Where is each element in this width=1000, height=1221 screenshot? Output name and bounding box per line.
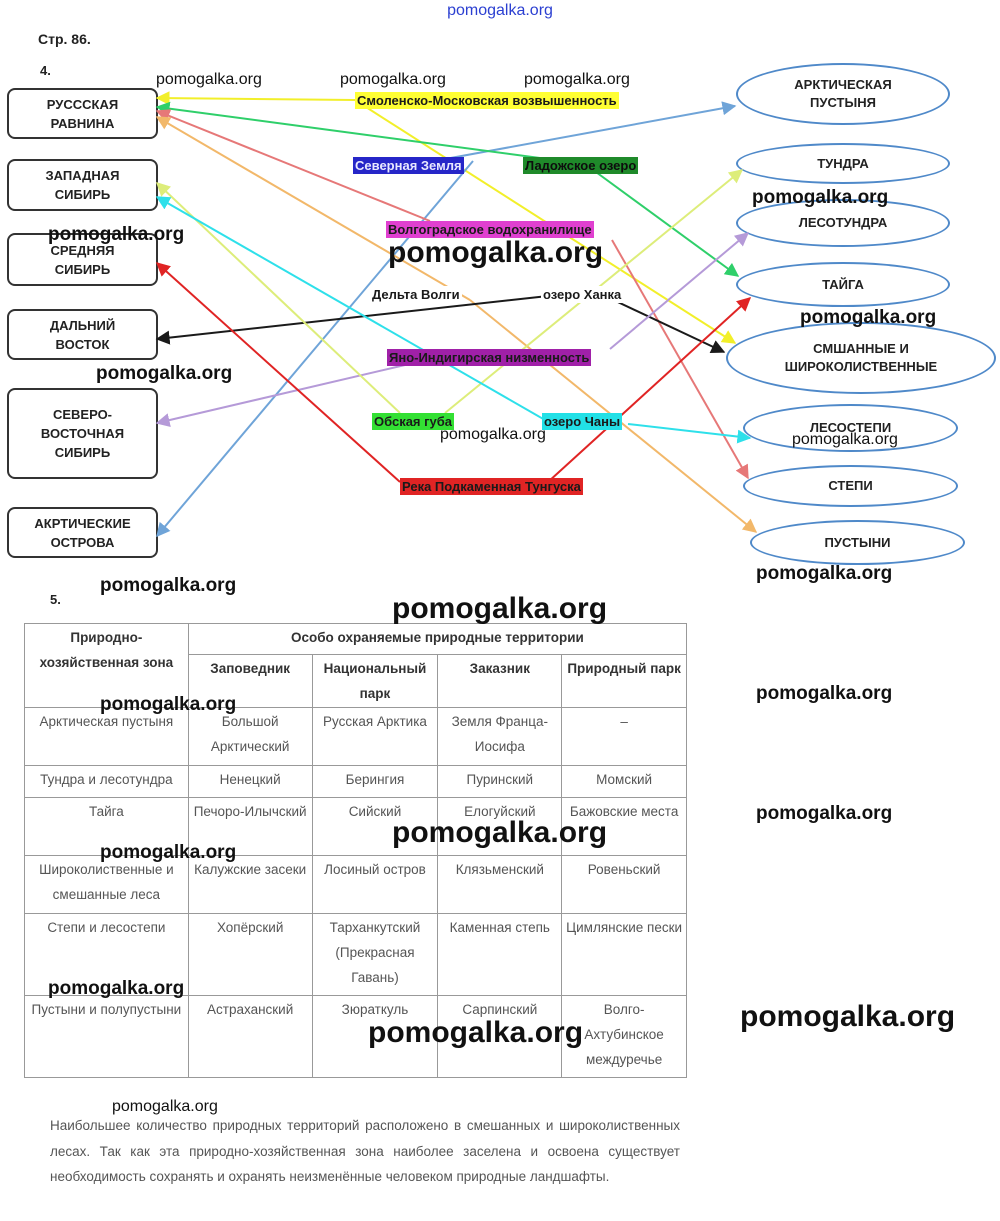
header-zone: Природно-хозяйственная зона bbox=[24, 623, 189, 708]
national-park-cell: Сийский bbox=[311, 797, 439, 856]
watermark: pomogalka.org bbox=[440, 426, 546, 443]
zone-cell: Арктическая пустыня bbox=[24, 707, 189, 766]
nature-park-cell: – bbox=[561, 707, 687, 766]
watermark: pomogalka.org bbox=[392, 816, 608, 849]
watermark: pomogalka.org bbox=[740, 1000, 956, 1033]
watermark: pomogalka.org bbox=[96, 363, 233, 384]
sanctuary-cell: Пуринский bbox=[437, 765, 563, 798]
table-row: Тундра и лесотундра Ненецкий Берингия Пу… bbox=[24, 765, 687, 798]
zone-arctic-desert: АРКТИЧЕСКАЯ ПУСТЫНЯ bbox=[736, 63, 950, 125]
protected-areas-table: Природно-хозяйственная зона Особо охраня… bbox=[24, 623, 688, 1078]
zone-cell: Пустыни и полупустыни bbox=[24, 995, 189, 1078]
zone-mixed-forests: СМШАННЫЕ И ШИРОКОЛИСТВЕННЫЕ bbox=[726, 322, 996, 394]
connector-to-zone bbox=[609, 232, 750, 350]
nature-park-cell: Момский bbox=[561, 765, 687, 798]
watermark: pomogalka.org bbox=[392, 592, 608, 625]
zone-cell: Степи и лесостепи bbox=[24, 913, 189, 996]
watermark: pomogalka.org bbox=[112, 1098, 218, 1115]
object-khanka-lake: озеро Ханка bbox=[541, 286, 624, 303]
nature-park-cell: Волго-Ахтубинское междуречье bbox=[561, 995, 687, 1078]
page-number: Стр. 86. bbox=[38, 31, 91, 47]
watermark: pomogalka.org bbox=[388, 236, 604, 269]
watermark: pomogalka.org bbox=[756, 563, 893, 584]
national-park-cell: Тарханкутский (Прекрасная Гавань) bbox=[311, 913, 439, 996]
object-severnaya-zemlya: Северная Земля bbox=[353, 157, 464, 174]
zone-cell: Тундра и лесотундра bbox=[24, 765, 189, 798]
reserve-cell: Калужские засеки bbox=[187, 855, 313, 914]
national-park-cell: Берингия bbox=[311, 765, 439, 798]
sanctuary-cell: Елогуйский bbox=[437, 797, 563, 856]
connector-to-zone bbox=[604, 295, 726, 353]
table-row: Степи и лесостепи Хопёрский Тарханкутски… bbox=[24, 913, 687, 996]
sanctuary-cell: Сарпинский bbox=[437, 995, 563, 1078]
watermark: pomogalka.org bbox=[524, 71, 630, 88]
table-header-row: Природно-хозяйственная зона Особо охраня… bbox=[24, 623, 688, 708]
conclusion-text: Наибольшее количество природных территор… bbox=[50, 1118, 680, 1184]
region-northeast-siberia: СЕВЕРО- ВОСТОЧНАЯ СИБИРЬ bbox=[7, 388, 158, 479]
connector-to-region bbox=[155, 91, 356, 106]
watermark: pomogalka.org bbox=[100, 575, 237, 596]
watermark: pomogalka.org bbox=[756, 683, 893, 704]
sanctuary-cell: Клязьменский bbox=[437, 855, 563, 914]
watermark: pomogalka.org bbox=[792, 431, 898, 448]
region-central-siberia: СРЕДНЯЯ СИБИРЬ bbox=[7, 233, 158, 286]
zone-taiga: ТАЙГА bbox=[736, 262, 950, 307]
nature-park-cell: Ровеньский bbox=[561, 855, 687, 914]
watermark: pomogalka.org bbox=[800, 307, 937, 328]
region-arctic-islands: АКРТИЧЕСКИЕ ОСТРОВА bbox=[7, 507, 158, 558]
object-podkamennaya-tunguska: Река Подкаменная Тунгуска bbox=[400, 478, 583, 495]
connector-to-region bbox=[155, 101, 586, 165]
zone-forest-tundra: ЛЕСОТУНДРА bbox=[736, 199, 950, 247]
zone-cell: Широколиственные и смешанные леса bbox=[24, 855, 189, 914]
header-nature-park: Природный парк bbox=[561, 654, 687, 708]
connector-to-region bbox=[155, 116, 471, 301]
sanctuary-cell: Каменная степь bbox=[437, 913, 563, 996]
connector-to-zone bbox=[584, 163, 740, 277]
header-sanctuary: Заказник bbox=[437, 654, 563, 708]
table-row: Широколиственные и смешанные леса Калужс… bbox=[24, 855, 687, 914]
site-title[interactable]: pomogalka.org bbox=[447, 2, 553, 19]
zone-tundra: ТУНДРА bbox=[736, 143, 950, 184]
watermark: pomogalka.org bbox=[756, 803, 893, 824]
nature-park-cell: Бажовские места bbox=[561, 797, 687, 856]
watermark: pomogalka.org bbox=[48, 224, 185, 245]
connector-to-region bbox=[155, 295, 549, 345]
reserve-cell: Большой Арктический bbox=[187, 707, 313, 766]
task-5-number: 5. bbox=[50, 592, 61, 607]
national-park-cell: Русская Арктика bbox=[311, 707, 439, 766]
watermark: pomogalka.org bbox=[48, 978, 185, 999]
region-far-east: ДАЛЬНИЙ ВОСТОК bbox=[7, 309, 158, 360]
sanctuary-cell: Земля Франца-Иосифа bbox=[437, 707, 563, 766]
connector-to-zone bbox=[547, 297, 752, 483]
header-group: Особо охраняемые природные территории bbox=[187, 623, 688, 655]
object-smolensk-moscow-upland: Смоленско-Московская возвышенность bbox=[355, 92, 619, 109]
watermark: pomogalka.org bbox=[752, 187, 889, 208]
header-national-park: Национальный парк bbox=[311, 654, 439, 708]
national-park-cell: Лосиный остров bbox=[311, 855, 439, 914]
zone-steppe: СТЕПИ bbox=[743, 465, 958, 507]
watermark: pomogalka.org bbox=[340, 71, 446, 88]
object-ladoga-lake: Ладожское озеро bbox=[523, 157, 639, 174]
watermark: pomogalka.org bbox=[156, 71, 262, 88]
watermark: pomogalka.org bbox=[368, 1016, 584, 1049]
reserve-cell: Хопёрский bbox=[187, 913, 313, 996]
reserve-cell: Ненецкий bbox=[187, 765, 313, 798]
nature-park-cell: Цимлянские пески bbox=[561, 913, 687, 996]
object-chany-lake: озеро Чаны bbox=[542, 413, 623, 430]
zone-desert: ПУСТЫНИ bbox=[750, 520, 965, 565]
reserve-cell: Астраханский bbox=[187, 995, 313, 1078]
table-row: Арктическая пустыня Большой Арктический … bbox=[24, 707, 687, 766]
region-russian-plain: РУСССКАЯ РАВНИНА bbox=[7, 88, 158, 139]
object-yana-indigirka-lowland: Яно-Индигирская низменность bbox=[387, 349, 592, 366]
national-park-cell: Зюраткуль bbox=[311, 995, 439, 1078]
header-reserve: Заповедник bbox=[187, 654, 313, 708]
connector-to-zone bbox=[627, 423, 752, 444]
watermark: pomogalka.org bbox=[100, 842, 237, 863]
region-west-siberia: ЗАПАДНАЯ СИБИРЬ bbox=[7, 159, 158, 211]
object-volga-delta: Дельта Волги bbox=[370, 286, 462, 303]
task-4-number: 4. bbox=[40, 63, 51, 78]
table-row: Пустыни и полупустыни Астраханский Зюрат… bbox=[24, 995, 687, 1078]
watermark: pomogalka.org bbox=[100, 694, 237, 715]
